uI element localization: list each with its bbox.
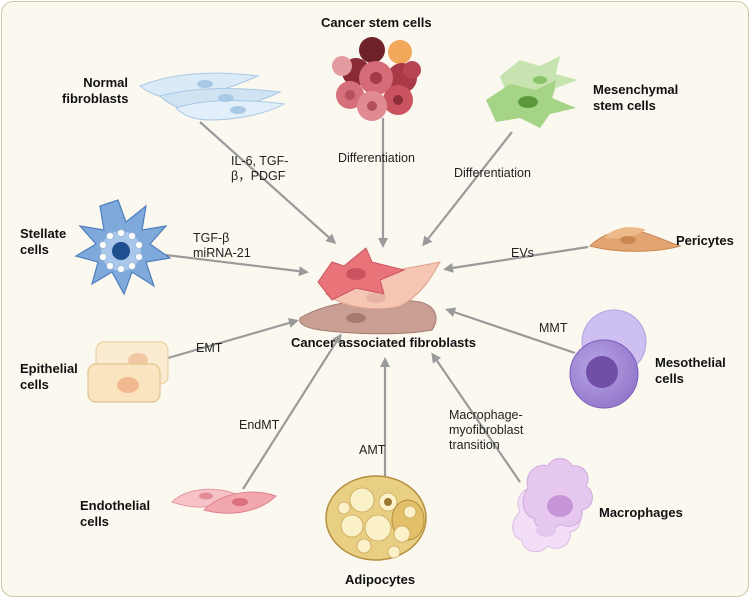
endothelial-cells-icon [171, 488, 277, 514]
label-cancer-associated-fibroblasts: Cancer associated fibroblasts [291, 335, 476, 350]
arrow-stellate-cells [165, 253, 309, 277]
edge-label-macrophages: Macrophage- myofibroblast transition [449, 408, 524, 452]
arrow-endothelial-cells [242, 333, 342, 490]
edge-label-epithelial-cells: EMT [196, 341, 223, 355]
arrow-pericytes [443, 245, 589, 273]
label-stellate-cells: Stellate cells [20, 226, 67, 257]
arrow-epithelial-cells [167, 318, 299, 360]
mesothelial-cells-icon [569, 309, 647, 409]
arrow-mesenchymal-stem-cells [422, 131, 513, 247]
macrophages-icon [512, 458, 593, 553]
edge-label-pericytes: EVs [511, 246, 534, 260]
label-mesothelial-cells: Mesothelial cells [655, 355, 726, 386]
edge-label-cancer-stem-cells: Differentiation [338, 151, 415, 165]
label-mesenchymal-stem-cells: Mesenchymal stem cells [593, 82, 679, 113]
edge-label-stellate-cells: TGF-β miRNA-21 [193, 231, 251, 260]
label-macrophages: Macrophages [599, 505, 683, 520]
label-cancer-stem-cells: Cancer stem cells [321, 15, 432, 30]
cancer-associated-fibroblasts-icon [299, 247, 441, 335]
edge-label-endothelial-cells: EndMT [239, 418, 280, 432]
adipocytes-icon [325, 475, 427, 561]
arrow-normal-fibroblasts [199, 121, 337, 245]
arrow-mesothelial-cells [445, 307, 576, 355]
edge-label-mesenchymal-stem-cells: Differentiation [454, 166, 531, 180]
normal-fibroblasts-icon [139, 72, 286, 121]
edge-label-mesothelial-cells: MMT [539, 321, 568, 335]
label-adipocytes: Adipocytes [345, 572, 416, 587]
edge-label-normal-fibroblasts: IL-6, TGF- β，PDGF [231, 154, 289, 183]
label-endothelial-cells: Endothelial cells [80, 498, 151, 529]
epithelial-cells-icon [87, 341, 169, 403]
label-pericytes: Pericytes [676, 233, 734, 248]
pericytes-icon [589, 227, 682, 252]
mesenchymal-stem-cells-icon [486, 56, 578, 128]
edge-label-adipocytes: AMT [359, 443, 386, 457]
label-normal-fibroblasts: Normal fibroblasts [62, 75, 129, 106]
arrows [165, 118, 589, 490]
arrow-macrophages [431, 352, 521, 483]
cancer-stem-cells-icon [332, 37, 421, 121]
label-epithelial-cells: Epithelial cells [20, 361, 78, 392]
stellate-cells-icon [74, 199, 172, 296]
